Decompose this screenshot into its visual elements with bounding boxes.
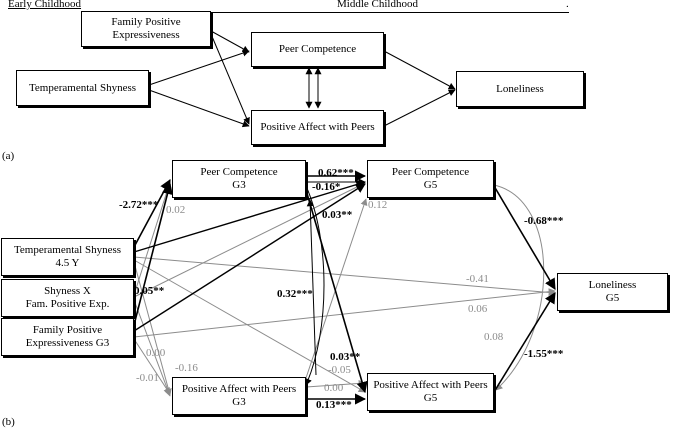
arrow-ts-to-pc <box>148 49 250 86</box>
path-pc5-to-lon <box>493 185 556 290</box>
coef-ts-pc3: -2.72*** <box>119 199 159 211</box>
coef-ts-pa3: -0.01 <box>136 372 159 384</box>
path-ts-to-lon <box>133 256 556 296</box>
coef-sx-pc5: 0.12 <box>368 199 387 211</box>
arrow-fpe-to-pa <box>210 33 250 125</box>
box-positive-affect-with-peers-g3: Positive Affect with Peers G3 <box>172 377 306 415</box>
header-early-childhood: Early Childhood <box>8 0 82 10</box>
path-pa3-to-pc3 <box>306 199 317 376</box>
coef-pa3-pa5-a: 0.00 <box>324 382 344 394</box>
path-fpe-to-pa3 <box>133 338 171 395</box>
box-temperamental-shyness-4-5y: Temperamental Shyness 4.5 Y <box>1 238 134 276</box>
box-peer-competence-g3: Peer Competence G3 <box>172 160 306 198</box>
coef-pc3-pc5-b: -0.16* <box>312 181 341 193</box>
path-fpe-to-pc3 <box>133 182 173 326</box>
box-temperamental-shyness: Temperamental Shyness <box>16 70 149 106</box>
coef-pc5-lon: -0.68*** <box>524 215 564 227</box>
coef-pc3-pa5: 0.32*** <box>277 288 313 300</box>
path-pa5-to-lon <box>493 292 556 393</box>
coef-pc3-pa5-b: 0.03** <box>330 351 361 363</box>
box-peer-competence: Peer Competence <box>251 32 384 67</box>
coef-pa3-pa5: 0.13*** <box>316 399 352 411</box>
path-sx-to-pc5 <box>133 182 366 298</box>
path-pc3-to-pa3-arc <box>305 185 325 386</box>
coef-fpe-pc5: 0.03** <box>322 209 353 221</box>
arrow-pc-to-lon <box>383 50 456 90</box>
box-family-positive-expressiveness: Family Positive Expressiveness <box>81 11 211 47</box>
arrow-ts-to-pa <box>148 89 250 128</box>
coef-pa3-lon: 0.08 <box>484 331 504 343</box>
path-ts-to-pa3 <box>133 261 172 396</box>
box-positive-affect-with-peers-g5: Positive Affect with Peers G5 <box>367 373 494 411</box>
header-period: . <box>566 0 569 10</box>
box-peer-competence-g5: Peer Competence G5 <box>367 160 494 198</box>
path-sx-to-pa3 <box>133 299 172 397</box>
box-loneliness: Loneliness <box>456 71 584 107</box>
arrow-pa-to-lon <box>383 89 456 127</box>
panel-label-b: (b) <box>2 416 15 428</box>
path-sx-to-pc3 <box>133 181 172 296</box>
path-ts-to-pc5 <box>133 179 366 253</box>
box-family-positive-expressiveness-g3: Family Positive Expressiveness G3 <box>1 318 134 356</box>
coef-ts-pa5: -0.05 <box>328 364 351 376</box>
box-shyness-x-fam-positive-exp: Shyness X Fam. Positive Exp. <box>1 279 134 317</box>
path-fpe-to-lon <box>133 288 556 338</box>
coef-pa5-lon: -1.55*** <box>524 348 564 360</box>
coef-pc3-pc5: 0.62*** <box>318 167 354 179</box>
path-pc3-to-pa5 <box>305 189 368 394</box>
coef-sx-pc3: 0.02 <box>166 204 185 216</box>
path-fpe-to-pc5 <box>133 183 366 332</box>
coef-fpe-pa3-b: -0.16 <box>175 362 198 374</box>
coef-fpe-pa3: 0.00 <box>146 347 166 359</box>
header-middle-childhood: Middle Childhood <box>337 0 418 10</box>
path-ts-to-pa5 <box>133 259 366 393</box>
coef-ts-lon: -0.41 <box>466 273 489 285</box>
coef-fpe-lon: 0.06 <box>468 303 488 315</box>
arrow-fpe-to-pc <box>210 30 250 53</box>
path-pa3-to-pa5-top <box>305 379 366 388</box>
path-pa3-to-pc5 <box>305 198 368 379</box>
box-positive-affect-with-peers: Positive Affect with Peers <box>251 110 384 145</box>
header-rule <box>142 12 569 13</box>
panel-label-a: (a) <box>2 150 15 162</box>
box-loneliness-g5: Loneliness G5 <box>557 273 668 311</box>
coef-sx: 0.05** <box>134 285 165 297</box>
